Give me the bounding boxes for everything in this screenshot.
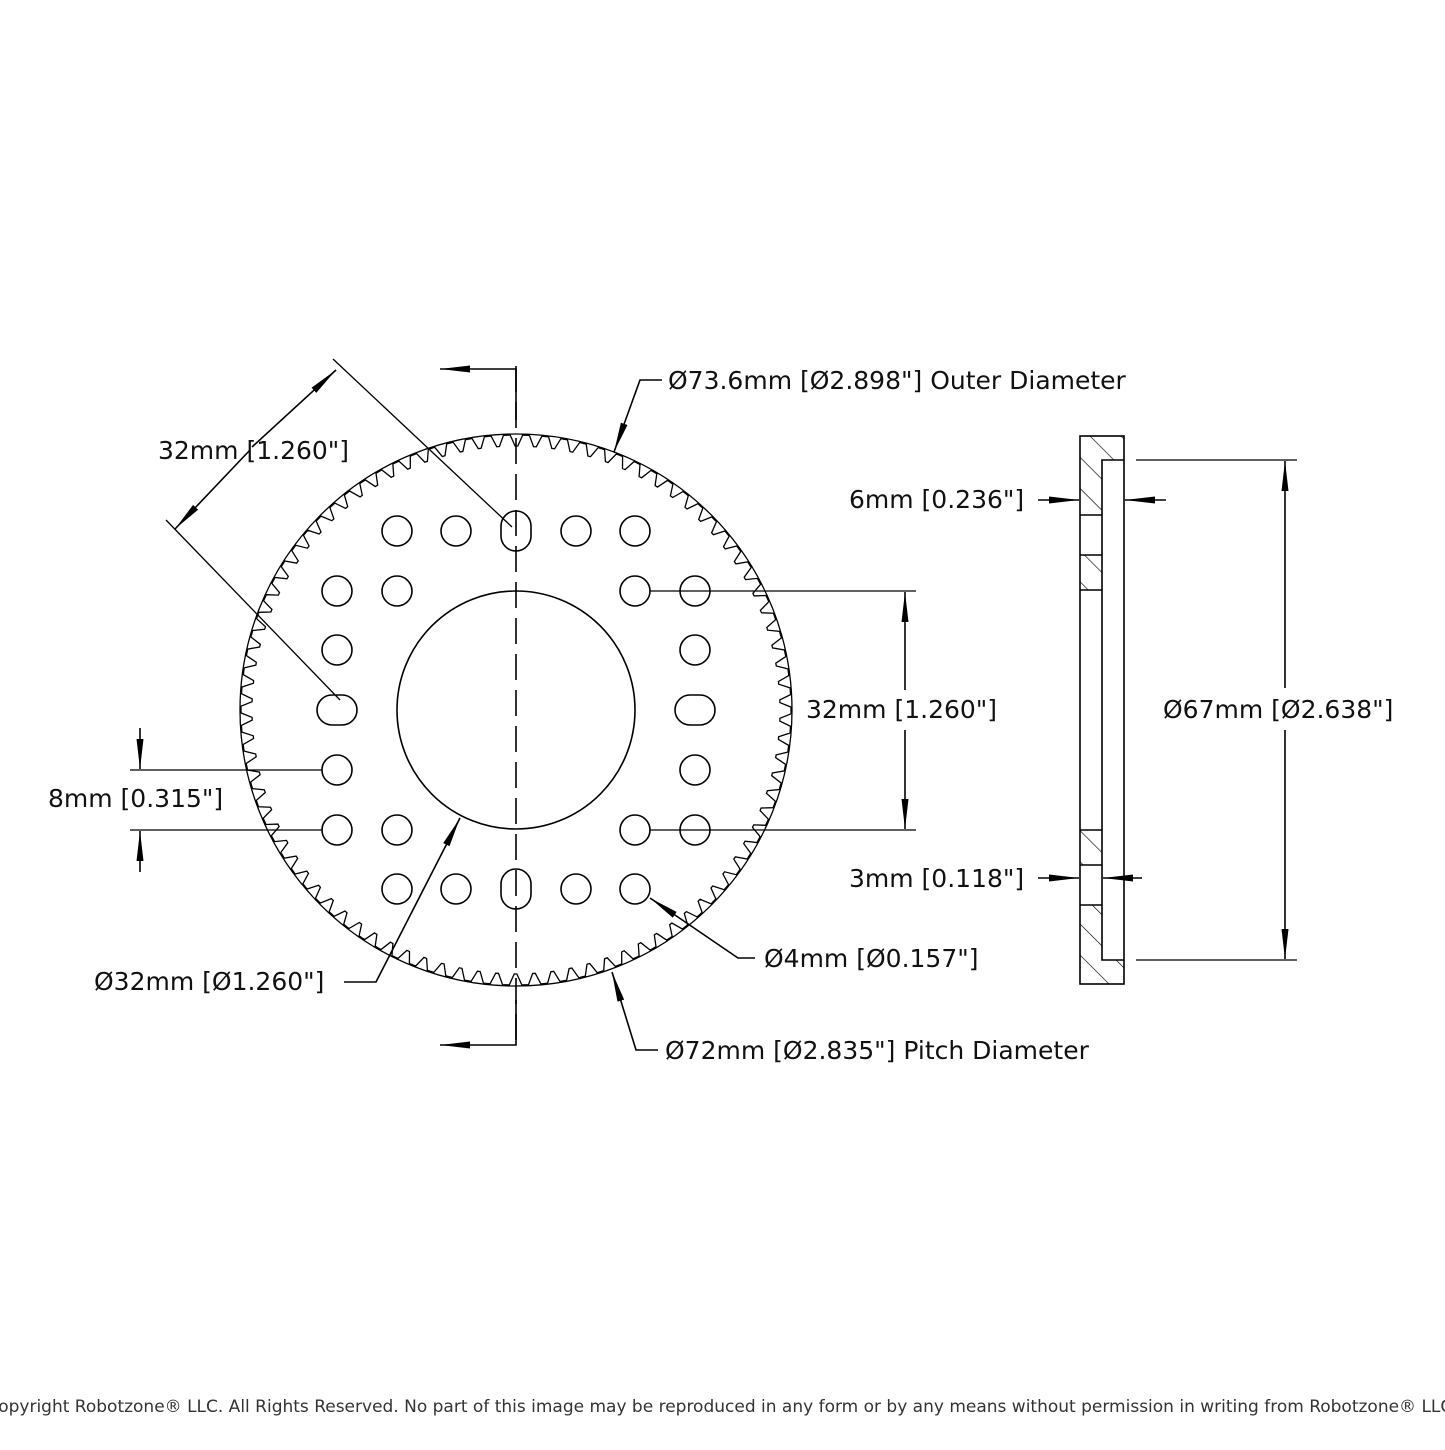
mounting-hole bbox=[381, 575, 413, 607]
mounting-hole bbox=[619, 814, 651, 846]
hole-spacing-label: 32mm [1.260"] bbox=[806, 695, 997, 724]
bore-leader bbox=[344, 817, 461, 983]
outer-diameter-label: Ø73.6mm [Ø2.898"] Outer Diameter bbox=[668, 366, 1127, 395]
mounting-hole bbox=[321, 814, 353, 846]
pitch-diameter-label: Ø72mm [Ø2.835"] Pitch Diameter bbox=[665, 1036, 1090, 1065]
copyright-footer: Copyright Robotzone® LLC. All Rights Res… bbox=[0, 1397, 1445, 1417]
mounting-hole bbox=[619, 515, 651, 547]
thickness-label: 6mm [0.236"] bbox=[849, 485, 1024, 514]
mounting-hole bbox=[679, 634, 711, 666]
gear-teeth bbox=[240, 434, 792, 986]
outer-diameter-leader bbox=[613, 379, 662, 453]
gear-section-view bbox=[1079, 435, 1125, 985]
mounting-hole bbox=[440, 515, 472, 547]
hole-leader bbox=[649, 897, 755, 959]
mounting-hole bbox=[440, 873, 472, 905]
mounting-hole bbox=[321, 754, 353, 786]
section-arrow-bottom bbox=[440, 1000, 517, 1049]
diag-dim-arrow-1 bbox=[251, 369, 337, 448]
mounting-hole bbox=[321, 634, 353, 666]
mounting-hole bbox=[381, 873, 413, 905]
mounting-hole bbox=[560, 515, 592, 547]
gear-front-view bbox=[239, 366, 793, 1046]
mounting-hole bbox=[619, 873, 651, 905]
diag-spacing-label: 32mm [1.260"] bbox=[158, 436, 349, 465]
recess-depth-label: 3mm [0.118"] bbox=[849, 864, 1024, 893]
hub-diameter-label: Ø67mm [Ø2.638"] bbox=[1163, 695, 1393, 724]
diag-extension-2 bbox=[165, 519, 341, 701]
bore-diameter-label: Ø32mm [Ø1.260"] bbox=[94, 967, 324, 996]
mounting-hole bbox=[321, 575, 353, 607]
mounting-hole bbox=[619, 575, 651, 607]
slot-spacing-label: 8mm [0.315"] bbox=[48, 784, 223, 813]
diag-extension-1 bbox=[332, 358, 513, 528]
diag-dim-arrow-2 bbox=[174, 449, 251, 530]
mounting-hole bbox=[560, 873, 592, 905]
mounting-hole bbox=[381, 814, 413, 846]
pitch-diameter-leader bbox=[611, 971, 658, 1051]
mounting-hole bbox=[679, 754, 711, 786]
hole-diameter-label: Ø4mm [Ø0.157"] bbox=[764, 944, 979, 973]
mounting-hole bbox=[381, 515, 413, 547]
slot-hole bbox=[674, 694, 716, 726]
slot-hole bbox=[316, 694, 358, 726]
section-arrow-top bbox=[440, 365, 517, 420]
